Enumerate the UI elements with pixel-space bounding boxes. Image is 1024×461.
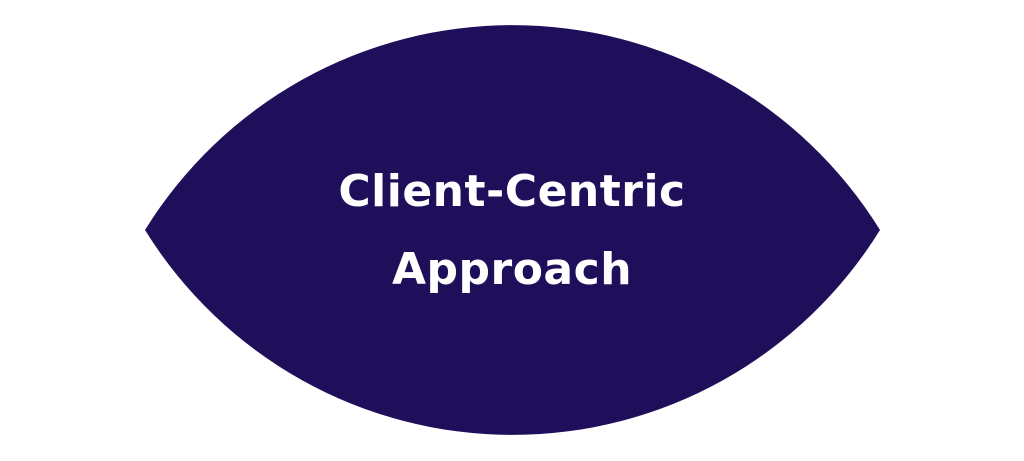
- lens-shape: [145, 25, 880, 435]
